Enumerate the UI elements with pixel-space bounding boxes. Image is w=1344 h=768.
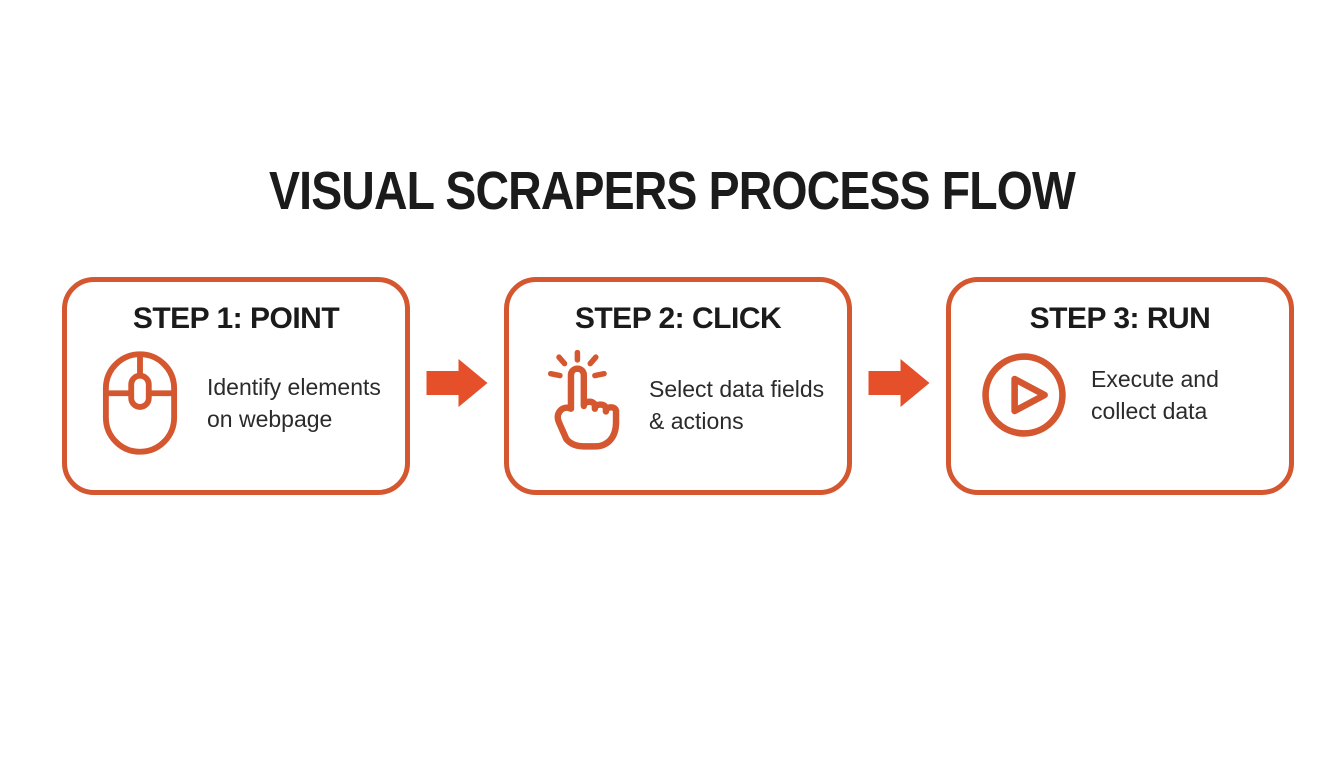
step-2-box: STEP 2: CLICK Select data fields & actio… [504, 277, 852, 495]
step-1-header: STEP 1: POINT [132, 302, 340, 335]
step-3-header: STEP 3: RUN [1029, 302, 1211, 335]
step-2-description: Select data fields & actions [649, 376, 825, 434]
step-3-description: Execute and collect data [1091, 366, 1219, 424]
tap-click-icon [531, 350, 633, 460]
page-title: VISUAL SCRAPERS PROCESS FLOW [269, 161, 1076, 221]
right-arrow-icon [868, 358, 931, 408]
flow-row: STEP 1: POINT Identify elements on webpa… [62, 277, 1294, 495]
right-arrow-icon [426, 358, 489, 408]
step-1-description: Identify elements on webpage [207, 374, 381, 432]
step-2-header: STEP 2: CLICK [574, 302, 782, 335]
step-3-box: STEP 3: RUN Execute and collect data [946, 277, 1294, 495]
mouse-icon [89, 350, 191, 456]
play-icon [973, 350, 1075, 440]
step-1-box: STEP 1: POINT Identify elements on webpa… [62, 277, 410, 495]
